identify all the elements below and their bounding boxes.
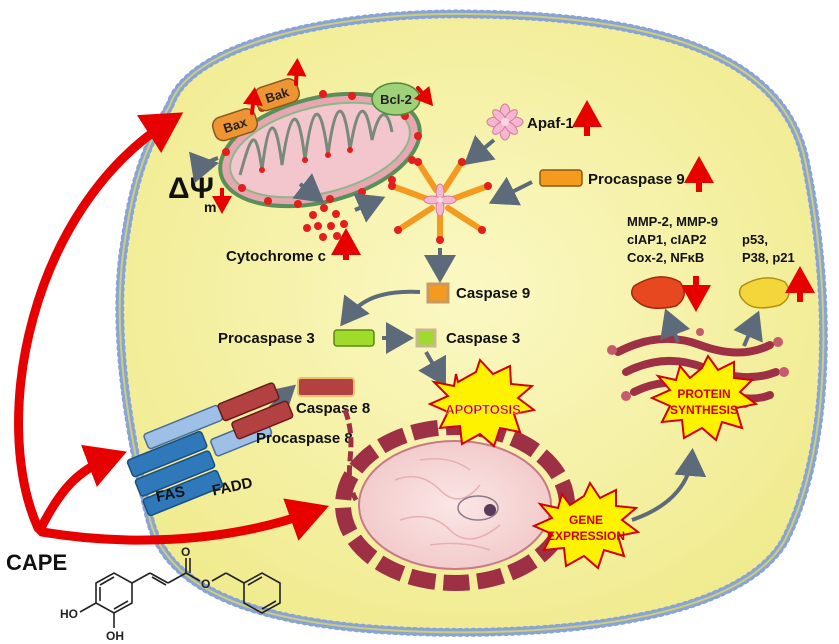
structure-ho: HO <box>60 607 78 621</box>
endoplasmic-reticulum-left <box>342 409 359 502</box>
apaf1-label: Apaf-1 <box>527 115 574 132</box>
arrow-mito-to-potential <box>189 151 220 184</box>
bcl2-down-arrow <box>413 85 434 107</box>
arrow-caspase9-to-procaspase3 <box>340 289 421 327</box>
bak-up-arrow <box>286 58 307 86</box>
bcl2-label: Bcl-2 <box>380 92 412 107</box>
apoptosis-label: APOPTOSIS <box>445 402 521 417</box>
cape-arrow-to-mitochondrion <box>14 112 184 533</box>
downregulated-protein-blob <box>631 276 685 309</box>
caspase9-label: Caspase 9 <box>456 285 530 302</box>
structure-ester-o: O <box>201 577 210 591</box>
arrow-procaspase9-to-apoptosome <box>488 176 533 206</box>
protein-synthesis-label-line1: PROTEIN <box>677 387 730 401</box>
cytochrome-c-label: Cytochrome c <box>226 248 326 265</box>
upregulated-line2: P38, p21 <box>742 250 795 265</box>
procaspase9-block <box>539 169 583 187</box>
procaspase3-block <box>333 329 375 347</box>
arrow-apaf-to-apoptosome <box>463 134 496 166</box>
cape-arrow-to-nucleus <box>37 498 329 545</box>
upregulated-line1: p53, <box>742 232 768 247</box>
bax-up-arrow <box>242 87 263 115</box>
bax-protein: Bax <box>211 108 258 142</box>
protein-synthesis-label-line2: SYNTHESIS <box>670 403 738 417</box>
cape-arrow-to-fas <box>35 444 127 535</box>
arrow-synthesis-to-downregulated <box>660 308 691 343</box>
apoptosome <box>388 158 492 244</box>
procaspase9-label: Procaspase 9 <box>588 171 685 188</box>
bak-label: Bak <box>263 84 291 106</box>
caspase3-label: Caspase 3 <box>446 330 520 347</box>
caspase8-block <box>297 377 355 397</box>
gene-expression-label-line2: EXPRESSION <box>547 529 625 543</box>
procaspase8-label: Procaspase 8 <box>256 430 353 447</box>
protein-synthesis-burst: PROTEIN SYNTHESIS <box>649 354 759 442</box>
caspase8-label: Caspase 8 <box>296 400 370 417</box>
apaf1-icon <box>486 103 524 141</box>
gene-expression-burst: GENE EXPRESSION <box>531 480 641 570</box>
arrow-cytochrome-to-apoptosome <box>353 193 386 223</box>
potential-subscript: m <box>204 199 216 215</box>
caspase9-block <box>426 282 450 304</box>
caspase3-block <box>415 328 437 348</box>
upregulated-protein-blob <box>738 277 790 309</box>
structure-oh: OH <box>106 629 124 643</box>
downregulated-line1: MMP-2, MMP-9 <box>627 214 718 229</box>
arrow-mito-to-cytochrome <box>292 173 325 203</box>
structure-carbonyl-o: O <box>181 545 190 559</box>
arrow-synthesis-to-upregulated <box>733 310 763 347</box>
cape-chemical-structure <box>79 558 281 628</box>
cape-label: CAPE <box>6 550 67 575</box>
bcl2-protein: Bcl-2 <box>371 82 421 116</box>
gene-expression-label-line1: GENE <box>569 513 603 527</box>
arrow-caspase3-to-apoptosis <box>418 351 446 387</box>
downregulated-line3: Cox-2, NFκB <box>627 250 704 265</box>
fas-label: FAS <box>154 483 186 506</box>
procaspase3-label: Procaspase 3 <box>218 330 315 347</box>
downregulated-line2: cIAP1, cIAP2 <box>627 232 707 247</box>
bax-label: Bax <box>221 114 249 136</box>
death-receptor-complex <box>126 382 294 517</box>
arrow-gene-to-protein <box>631 448 707 522</box>
apoptosis-burst: APOPTOSIS <box>427 358 537 448</box>
